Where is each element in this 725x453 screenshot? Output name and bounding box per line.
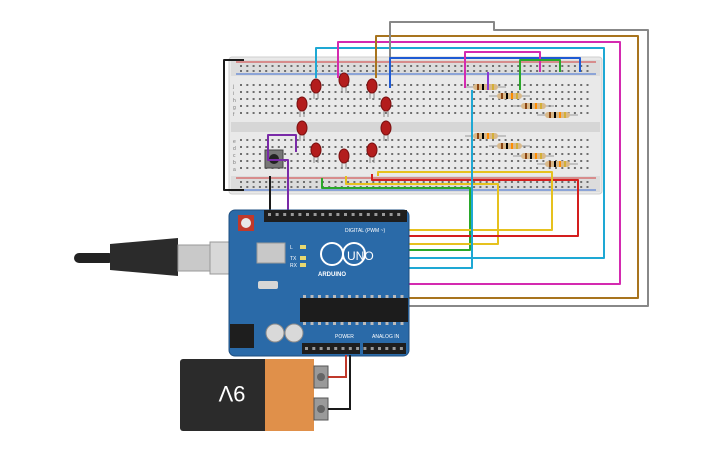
led: [310, 142, 322, 163]
wire: [371, 174, 579, 237]
chip-pins: [303, 295, 404, 325]
row-letter: g: [233, 105, 236, 111]
l-label: L: [290, 245, 293, 251]
wire: [321, 178, 471, 251]
wire: [464, 51, 541, 88]
row-letter: i: [233, 91, 234, 97]
resistor-group: [465, 84, 578, 167]
row-letter: b: [233, 160, 236, 166]
row-letter: e: [233, 139, 236, 145]
led: [380, 96, 392, 117]
resistor: [489, 93, 530, 99]
bottom-pin-row: [305, 347, 403, 350]
row-letter: c: [233, 153, 236, 159]
power-jack: [230, 324, 254, 348]
analog-header: [363, 343, 406, 354]
analog-label: ANALOG IN: [372, 334, 400, 340]
led: [310, 78, 322, 99]
usb-cable: [74, 238, 233, 276]
wire: [267, 134, 297, 210]
resistor: [513, 153, 554, 159]
power-label: POWER: [335, 334, 354, 340]
wire: [389, 57, 581, 88]
led: [296, 96, 308, 117]
led: [380, 120, 392, 141]
row-letter: d: [233, 146, 236, 152]
row-letter: h: [233, 98, 236, 104]
wire: [519, 59, 561, 90]
led: [338, 72, 350, 93]
wire: [377, 171, 553, 231]
battery-label: 9V: [218, 381, 245, 406]
wire: [364, 21, 649, 307]
wire: [388, 90, 473, 269]
digital-label: DIGITAL (PWM ~): [345, 228, 385, 234]
resistor: [513, 103, 554, 109]
wire: [223, 59, 244, 191]
power-header: [302, 343, 360, 354]
resistor: [537, 161, 578, 167]
row-letter: j: [232, 84, 234, 90]
arduino-uno-board: DIGITAL (PWM ~) ARDUINO UNO TX RX L POWE…: [228, 209, 410, 357]
brand-label: ARDUINO: [318, 272, 346, 278]
breadboard-holes: [240, 65, 589, 188]
row-letter: a: [233, 167, 236, 173]
model-label: UNO: [347, 249, 374, 263]
led: [366, 78, 378, 99]
wire: [337, 41, 621, 285]
wire: [345, 176, 499, 245]
battery-9v: 9V: [180, 355, 351, 431]
digital-pin-row: [268, 213, 401, 216]
rx-label: RX: [290, 263, 298, 269]
led: [366, 142, 378, 163]
resistor: [489, 143, 530, 149]
wire: [315, 47, 605, 259]
led: [296, 120, 308, 141]
led: [338, 148, 350, 169]
wire-group: [223, 21, 649, 307]
row-letter: f: [233, 112, 235, 118]
wire: [370, 35, 639, 299]
resistor: [537, 112, 578, 118]
led-group: [296, 72, 392, 169]
tx-label: TX: [290, 256, 297, 262]
microcontroller-chip: [300, 298, 408, 322]
